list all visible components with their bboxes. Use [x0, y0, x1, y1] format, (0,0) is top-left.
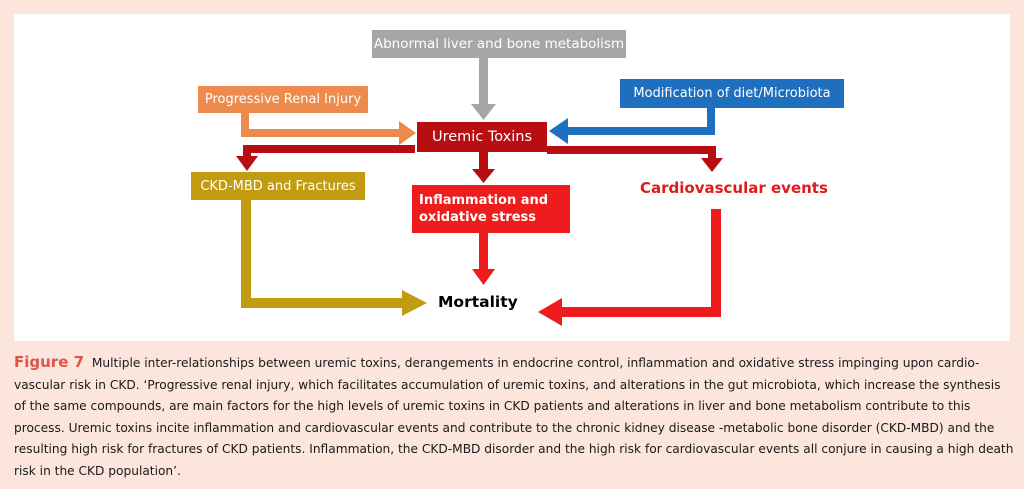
node-progressive-renal-injury: Progressive Renal Injury [198, 86, 368, 113]
caption-label: Figure 7 [14, 353, 85, 371]
arrow-uremic-to-ckd [236, 145, 415, 171]
diagram-arrows [236, 58, 723, 326]
node-uremic-toxins: Uremic Toxins [417, 122, 547, 152]
node-liver-bone-metabolism: Abnormal liver and bone metabolism [372, 30, 626, 58]
caption-text: Multiple inter-relationships between ure… [14, 356, 1014, 478]
figure-panel: Abnormal liver and bone metabolism Progr… [14, 14, 1010, 341]
node-ckd-mbd-fractures: CKD-MBD and Fractures [191, 172, 365, 200]
arrow-renal-to-uremic [241, 113, 416, 145]
arrow-liver-to-uremic [471, 58, 496, 120]
arrow-uremic-to-cardio [547, 146, 723, 172]
node-inflammation-label: Inflammation and oxidative stress [419, 193, 549, 225]
arrow-uremic-to-inflammation [472, 152, 495, 183]
figure-caption: Figure 7 Multiple inter-relationships be… [14, 352, 1014, 483]
node-inflammation-oxidative-stress: Inflammation and oxidative stress [412, 185, 570, 233]
arrow-cardio-to-mortality [538, 209, 721, 326]
node-mortality: Mortality [438, 293, 518, 311]
arrow-inflammation-to-mortality [472, 233, 495, 285]
arrow-diet-to-uremic [549, 108, 715, 144]
node-cardiovascular-events: Cardiovascular events [640, 179, 828, 197]
arrow-ckd-to-mortality [241, 200, 427, 316]
node-diet-microbiota: Modification of diet/Microbiota [620, 79, 844, 108]
